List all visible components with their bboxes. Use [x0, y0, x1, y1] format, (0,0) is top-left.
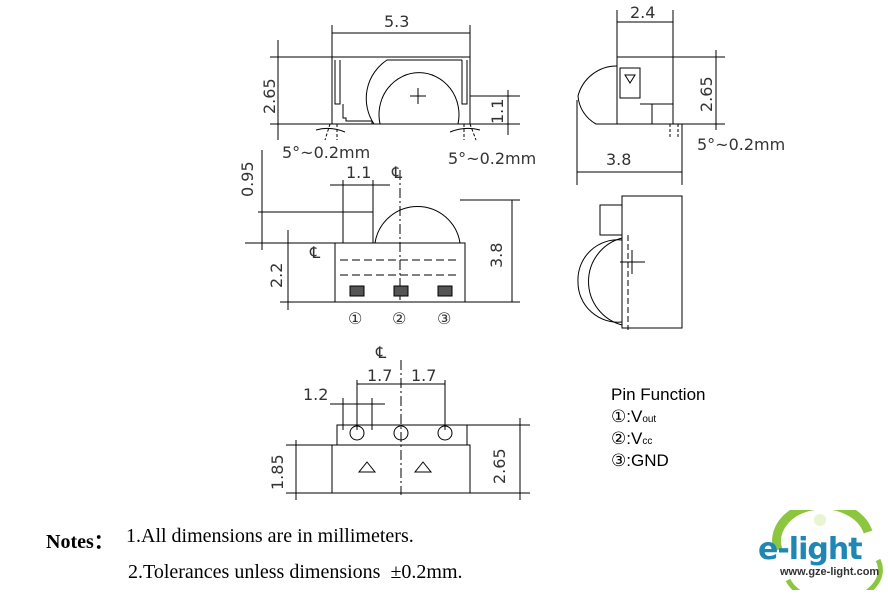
pin-function-title: Pin Function: [611, 385, 706, 404]
pin-label: :GND: [626, 451, 669, 470]
dim-top-height: 2.65: [260, 78, 279, 114]
dim-bottom-total-height: 2.65: [490, 448, 509, 484]
dim-side-width: 2.4: [630, 3, 655, 22]
dim-side-height: 2.65: [697, 76, 716, 112]
e-light-logo: e-light www.gze-light.com: [758, 510, 886, 590]
centerline-mark-left: ℄: [309, 243, 321, 262]
top-view: [270, 25, 520, 141]
logo-name: e-light: [758, 532, 863, 567]
pin-function-1: ①:Vout: [611, 407, 656, 427]
pin-3-label: ③: [437, 309, 451, 328]
dim-pitch-left: 1.7: [367, 366, 392, 385]
front-view: [245, 150, 520, 310]
dim-side-depth: 3.8: [606, 150, 631, 169]
dim-offset: 0.95: [238, 161, 257, 197]
pin-2-label: ②: [392, 309, 406, 328]
notes-label: Notes：: [46, 531, 114, 553]
centerline-mark: ℄: [391, 163, 403, 182]
pin-function-3: ③:GND: [611, 451, 669, 471]
dim-pitch: 1.1: [346, 163, 371, 182]
dim-side-draft: 5°~0.2mm: [697, 135, 785, 154]
dim-lens-height: 1.1: [488, 99, 507, 124]
pin-label: :V: [626, 407, 643, 426]
side-view-2: [577, 195, 683, 330]
pin-label: :V: [626, 429, 643, 448]
dim-front-height: 3.8: [487, 243, 506, 268]
dim-top-width: 5.3: [384, 12, 409, 31]
pin-sub: out: [642, 414, 657, 425]
note-2: 2.Tolerances unless dimensions ±0.2mm.: [128, 561, 463, 583]
dim-body-height: 2.2: [267, 263, 286, 288]
dim-pitch-right: 1.7: [411, 366, 436, 385]
note-1: 1.All dimensions are in millimeters.: [126, 525, 414, 547]
pin-num: ②: [611, 429, 627, 448]
logo-url: www.gze-light.com: [780, 566, 880, 578]
centerline-mark-bottom: ℄: [375, 343, 387, 362]
dim-draft-right: 5°~0.2mm: [448, 149, 536, 168]
logo-swoosh-icon: [772, 510, 883, 590]
dim-pad: 1.2: [303, 385, 328, 404]
dim-bottom-height: 1.85: [268, 454, 287, 490]
pin-num: ③: [611, 451, 627, 470]
pin-num: ①: [611, 407, 627, 426]
side-view: [576, 10, 725, 185]
bottom-view: [286, 360, 530, 500]
pin-function-2: ②:Vcc: [611, 429, 652, 449]
pin-sub: cc: [642, 436, 653, 447]
dim-draft-left: 5°~0.2mm: [282, 143, 370, 162]
pin-1-label: ①: [348, 309, 362, 328]
